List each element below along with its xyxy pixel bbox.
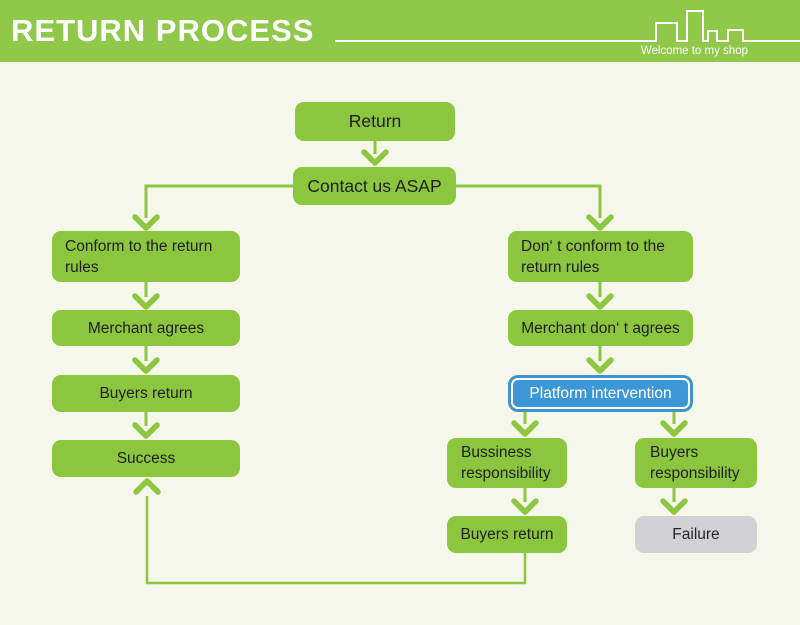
- header-banner: RETURN PROCESS Welcome to my shop: [0, 0, 800, 62]
- node-conform-to-rules: Conform to the return rules: [52, 231, 240, 282]
- header-tagline: Welcome to my shop: [640, 45, 748, 57]
- arrowhead-down: [586, 293, 614, 310]
- arrowhead-down: [361, 149, 389, 166]
- arrowhead-down: [660, 498, 688, 515]
- connector-feedback-loop: [145, 496, 527, 585]
- node-buyers-return-left: Buyers return: [52, 375, 240, 412]
- node-failure: Failure: [635, 516, 757, 553]
- node-merchant-dont-agree: Merchant don‘ t agrees: [508, 310, 693, 346]
- node-return: Return: [295, 102, 455, 141]
- node-dont-conform-to-rules: Don‘ t conform to the return rules: [508, 231, 693, 282]
- connector-branch: [144, 184, 602, 218]
- arrowhead-down: [132, 293, 160, 310]
- arrowhead-down: [132, 357, 160, 374]
- node-contact-us-asap: Contact us ASAP: [293, 167, 456, 205]
- arrowhead-down: [132, 214, 160, 231]
- arrowhead-up: [133, 478, 161, 495]
- arrowhead-down: [586, 357, 614, 374]
- node-buyers-return-right: Buyers return: [447, 516, 567, 553]
- arrowhead-down: [511, 498, 539, 515]
- page-title: RETURN PROCESS: [11, 13, 315, 48]
- node-success: Success: [52, 440, 240, 477]
- connector-platform-split: [523, 412, 676, 424]
- arrowhead-down: [586, 214, 614, 231]
- node-business-responsibility: Bussiness responsibility: [447, 438, 567, 488]
- arrowhead-down: [132, 422, 160, 439]
- node-merchant-agrees: Merchant agrees: [52, 310, 240, 346]
- node-buyers-responsibility: Buyers responsibility: [635, 438, 757, 488]
- node-platform-intervention: Platform intervention: [511, 378, 690, 409]
- city-skyline-icon: [335, 10, 800, 42]
- arrowhead-down: [511, 420, 539, 437]
- arrowhead-down: [660, 420, 688, 437]
